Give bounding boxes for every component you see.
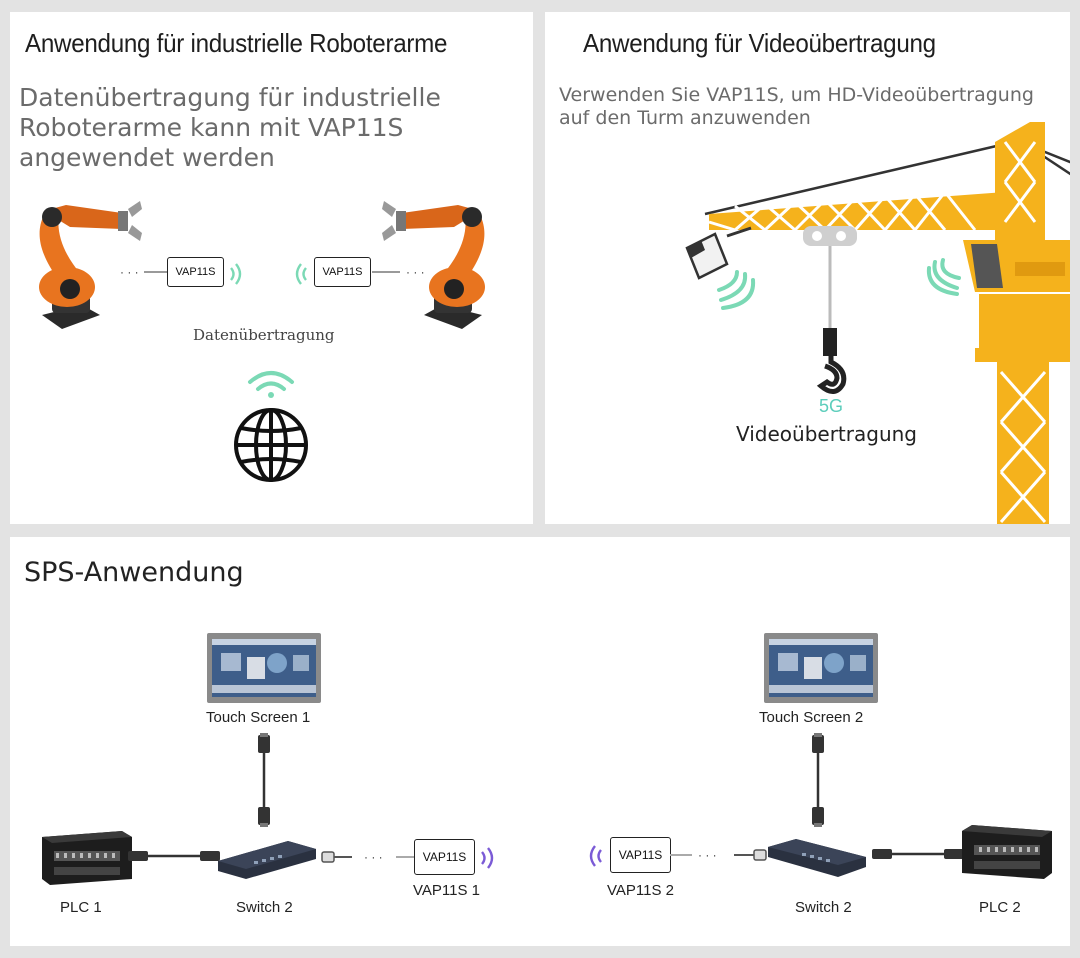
network-label: 5G xyxy=(819,396,844,416)
ethernet-cable-vap2-switch: · · · xyxy=(670,848,767,862)
plc-2-icon xyxy=(962,825,1052,879)
vap11s-device-left: VAP11S xyxy=(167,257,224,287)
switch-left-icon xyxy=(218,841,316,879)
crane-panel-desc-2: auf den Turm anzuwenden xyxy=(559,107,811,129)
ethernet-cable-vertical-1 xyxy=(258,733,270,827)
ethernet-cable-switch-plc2 xyxy=(872,849,964,859)
cabin-signal-icon xyxy=(926,258,961,296)
touch-screen-1-icon xyxy=(207,633,321,703)
vap11s-device-right: VAP11S xyxy=(314,257,371,287)
plc-panel-title: SPS-Anwendung xyxy=(24,557,244,588)
wifi-signal-right-icon xyxy=(230,263,242,285)
robot-arm-left-icon xyxy=(39,201,142,329)
ethernet-cable-switch-vap1: · · · xyxy=(321,850,418,864)
vap11s-2-signal-icon xyxy=(589,845,602,867)
robot-panel-title: Anwendung für industrielle Roboterarme xyxy=(25,28,448,58)
vap11s-2-label: VAP11S 2 xyxy=(607,882,674,899)
touch-screen-1-label: Touch Screen 1 xyxy=(206,709,311,726)
touch-screen-2-label: Touch Screen 2 xyxy=(759,709,864,726)
svg-text:· · ·: · · · xyxy=(406,265,425,279)
svg-text:· · ·: · · · xyxy=(120,265,139,279)
crane-panel-caption: Videoübertragung xyxy=(736,422,917,446)
ethernet-cable-vertical-2 xyxy=(812,733,824,827)
touch-screen-2-icon xyxy=(764,633,878,703)
camera-signal-icon xyxy=(717,270,756,310)
robot-right-cable: · · · xyxy=(372,265,425,279)
crane-panel-desc-1: Verwenden Sie VAP11S, um HD-Videoübertra… xyxy=(559,84,1034,106)
vap11s-1-device: VAP11S xyxy=(414,839,475,875)
switch-left-label: Switch 2 xyxy=(236,899,293,916)
switch-right-icon xyxy=(768,839,866,877)
vap11s-2-device: VAP11S xyxy=(610,837,671,873)
wifi-broadcast-icon xyxy=(248,371,294,398)
surveillance-camera-icon xyxy=(685,226,752,280)
crane-panel: Anwendung für Videoübertragung Verwenden… xyxy=(545,12,1070,524)
ethernet-cable-plc1-switch xyxy=(128,851,220,861)
plc-1-icon xyxy=(42,831,132,885)
globe-icon xyxy=(234,408,308,482)
robot-panel-desc-1: Datenübertragung für industrielle xyxy=(19,83,441,112)
vap11s-1-label: VAP11S 1 xyxy=(413,882,480,899)
wifi-signal-left-icon xyxy=(295,263,307,285)
svg-text:· · ·: · · · xyxy=(364,850,383,864)
plc-2-label: PLC 2 xyxy=(979,899,1021,916)
robot-panel-desc-2: Roboterarme kann mit VAP11S xyxy=(19,113,404,142)
robot-arm-right-icon xyxy=(382,201,485,329)
robot-panel: Anwendung für industrielle Roboterarme D… xyxy=(10,12,533,524)
svg-text:· · ·: · · · xyxy=(698,848,717,862)
tower-crane-icon xyxy=(704,122,1070,524)
crane-panel-title: Anwendung für Videoübertragung xyxy=(583,28,936,58)
robot-panel-desc-3: angewendet werden xyxy=(19,143,275,172)
plc-panel: SPS-Anwendung Touch Screen 1 PLC 1 xyxy=(10,537,1070,946)
switch-right-label: Switch 2 xyxy=(795,899,852,916)
plc-1-label: PLC 1 xyxy=(60,899,102,916)
robot-panel-caption: Datenübertragung xyxy=(193,326,335,344)
vap11s-1-signal-icon xyxy=(481,847,494,869)
